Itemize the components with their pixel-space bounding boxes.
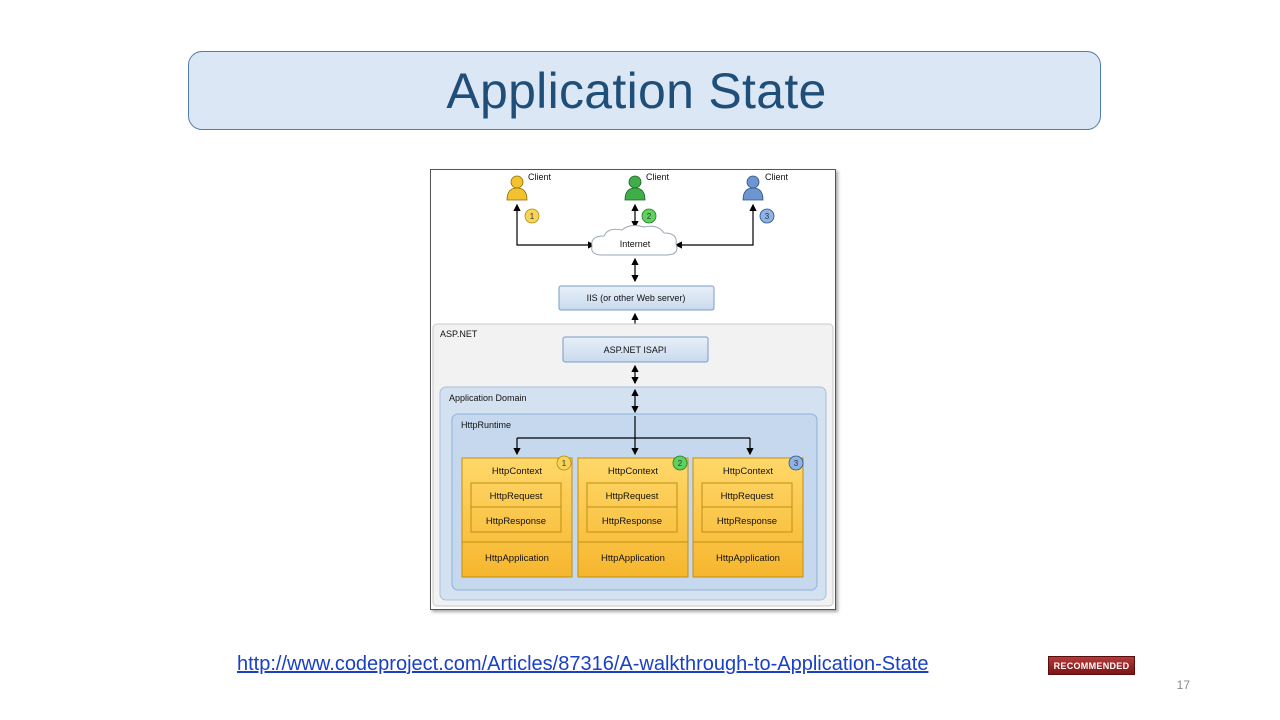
page-number: 17 (1176, 678, 1190, 692)
request-label: HttpRequest (606, 491, 659, 502)
http-context-2: HttpContext HttpRequest HttpResponse Htt… (577, 455, 689, 578)
client-number: 1 (530, 212, 535, 221)
context-label: HttpContext (492, 466, 543, 477)
application-label: HttpApplication (716, 553, 780, 564)
response-box (586, 506, 678, 533)
recommended-badge: RECOMMENDED (1048, 656, 1135, 675)
http-context-3: HttpContext HttpRequest HttpResponse Htt… (692, 455, 804, 578)
context-box (461, 457, 573, 578)
response-label: HttpResponse (602, 516, 662, 527)
request-label: HttpRequest (721, 491, 774, 502)
client-label: Client (528, 172, 552, 182)
http-context-1: HttpContext HttpRequest HttpResponse Htt… (461, 455, 573, 578)
context-connectors (513, 416, 754, 456)
slide-title: Application State (446, 62, 827, 119)
context-number: 2 (678, 459, 683, 468)
client-connectors (513, 203, 757, 249)
response-label: HttpResponse (717, 516, 777, 527)
internet-cloud-icon (591, 225, 678, 256)
response-box (470, 506, 562, 533)
client-number: 3 (765, 212, 770, 221)
client-person-icon (624, 175, 646, 201)
response-box (701, 506, 793, 533)
title-box: Application State (188, 51, 1101, 130)
app-domain-label: Application Domain (449, 393, 527, 403)
context-number: 3 (794, 459, 799, 468)
number-badge-icon (672, 455, 688, 471)
client-number: 2 (647, 212, 652, 221)
http-runtime-label: HttpRuntime (461, 420, 511, 430)
client-label: Client (646, 172, 670, 182)
client-label: Client (765, 172, 789, 182)
number-badge-icon (641, 208, 657, 224)
context-label: HttpContext (723, 466, 774, 477)
architecture-diagram: Client 1 Client 2 Client 3 (430, 169, 836, 610)
number-badge-icon (556, 455, 572, 471)
number-badge-icon (788, 455, 804, 471)
response-label: HttpResponse (486, 516, 546, 527)
internet-label: Internet (620, 239, 651, 249)
application-label: HttpApplication (485, 553, 549, 564)
context-box (577, 457, 689, 578)
aspnet-label: ASP.NET (440, 329, 478, 339)
number-badge-icon (759, 208, 775, 224)
client-person-icon (506, 175, 528, 201)
diagram-svg: Client 1 Client 2 Client 3 (430, 169, 836, 610)
isapi-label: ASP.NET ISAPI (604, 345, 667, 355)
context-box (692, 457, 804, 578)
client-3: Client 3 (742, 172, 789, 224)
request-label: HttpRequest (490, 491, 543, 502)
context-label: HttpContext (608, 466, 659, 477)
client-person-icon (742, 175, 764, 201)
client-2: Client 2 (624, 172, 670, 224)
isapi-box (562, 336, 709, 363)
article-link[interactable]: http://www.codeproject.com/Articles/8731… (237, 653, 929, 675)
context-number: 1 (562, 459, 567, 468)
iis-label: IIS (or other Web server) (587, 293, 686, 303)
application-label: HttpApplication (601, 553, 665, 564)
iis-box (558, 285, 715, 311)
